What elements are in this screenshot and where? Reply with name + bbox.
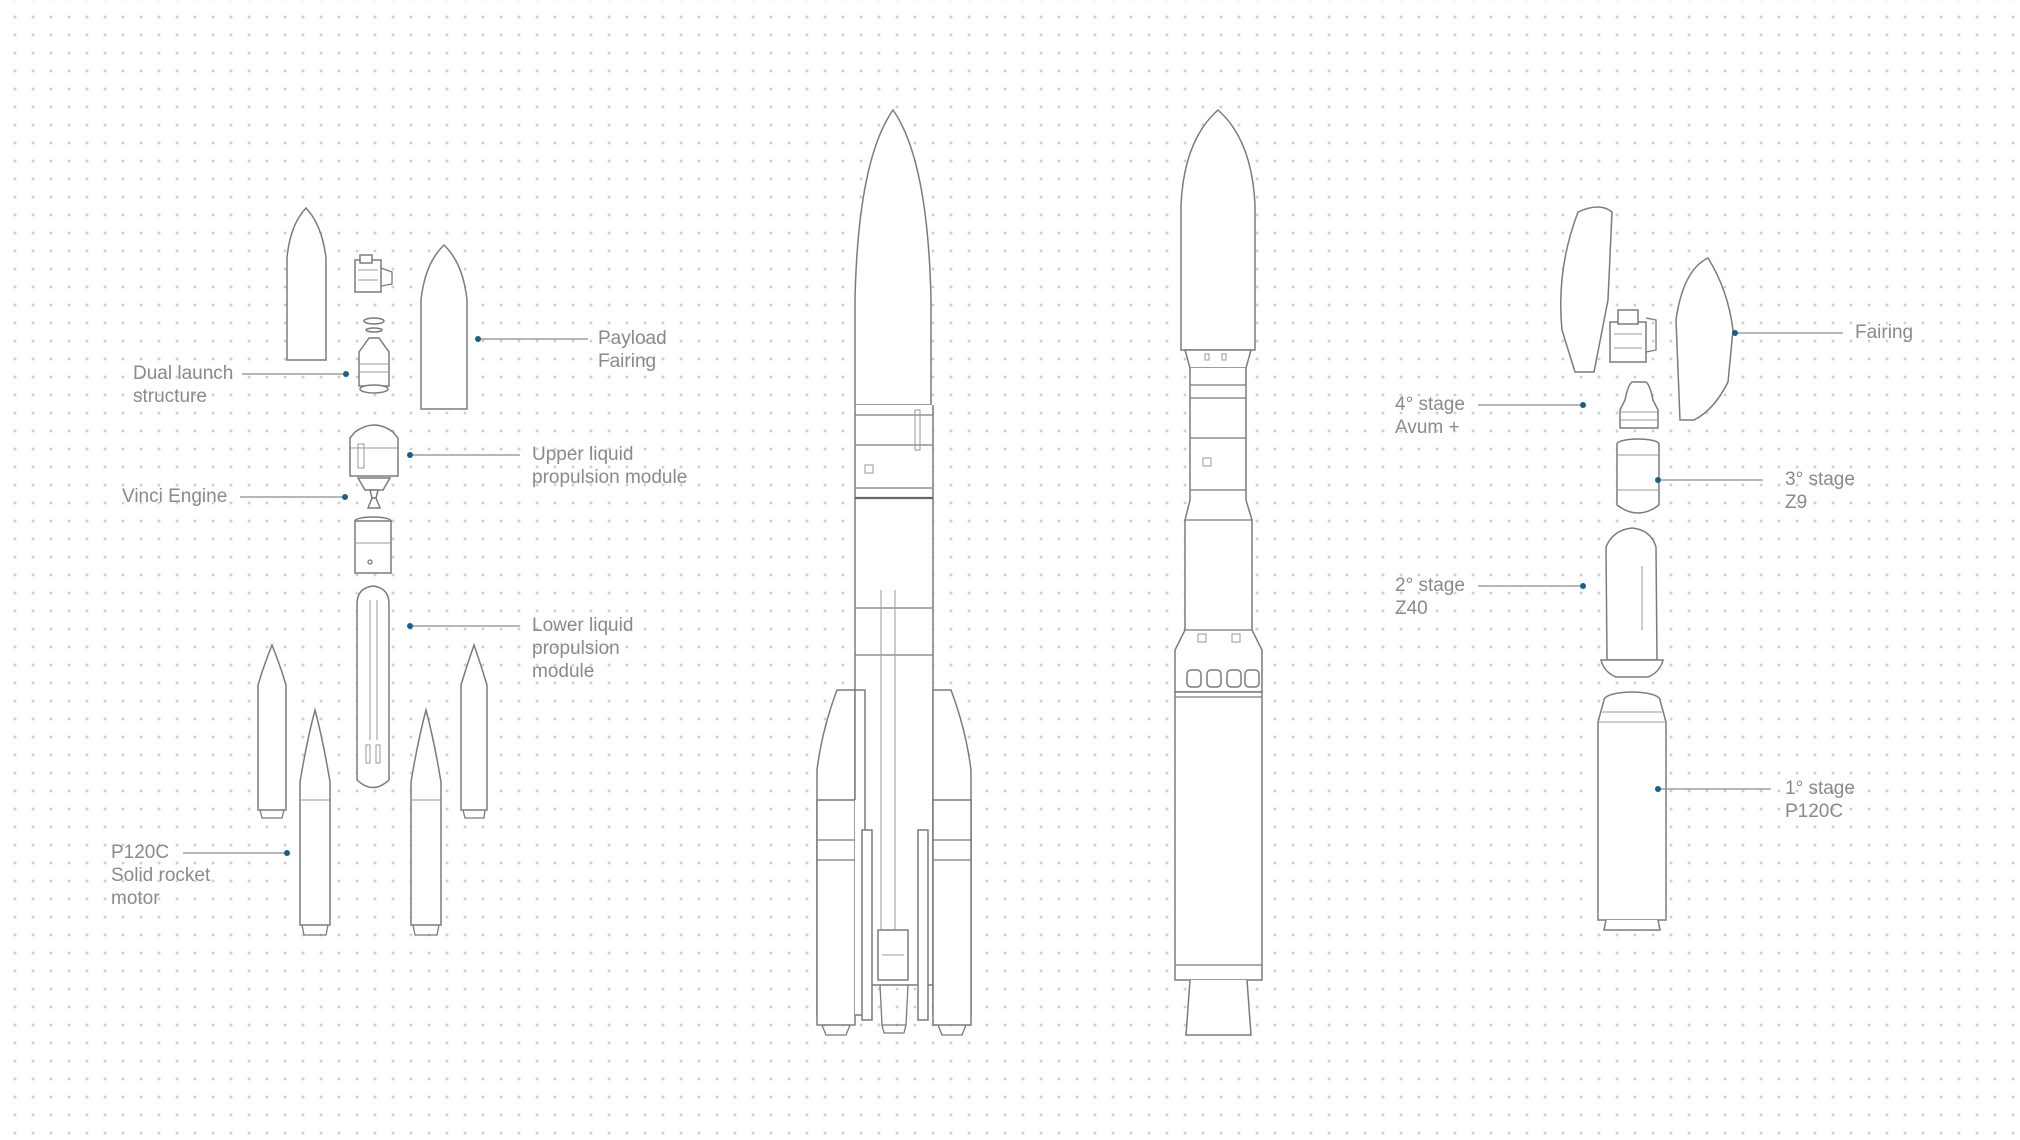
ariane6-boosters xyxy=(257,642,488,936)
vega-c-exploded-view xyxy=(1560,206,1734,931)
label-line: Upper liquid xyxy=(532,444,634,465)
leader-dot-fairing xyxy=(1732,330,1738,336)
ariane6-vinci-engine xyxy=(366,489,382,509)
leader-dot-upper-liquid xyxy=(407,452,413,458)
label-lower-liquid-propulsion-module: Lower liquid propulsion module xyxy=(532,614,633,683)
label-line: 4° stage xyxy=(1395,394,1465,415)
label-fairing: Fairing xyxy=(1855,321,1913,344)
ariane6-fairing-right-half xyxy=(420,243,468,410)
ariane6-assembled xyxy=(816,108,972,1036)
label-upper-liquid-propulsion-module: Upper liquid propulsion module xyxy=(532,443,687,489)
vega-c-assembled-fairing xyxy=(1180,108,1256,351)
ariane6-interstage xyxy=(354,516,392,574)
leader-dot-payload-fairing xyxy=(475,336,481,342)
vega-c-assembled-upper-stages xyxy=(1174,368,1263,693)
ariane6-assembled-fairing xyxy=(854,108,932,406)
ariane6-assembled-booster-right xyxy=(917,689,972,1036)
leader-dot-vinci xyxy=(342,494,348,500)
vega-c-avum-stage xyxy=(1619,381,1659,429)
leader-dot-dual-launch xyxy=(343,371,349,377)
label-line: Fairing xyxy=(1855,322,1914,343)
label-p120c-solid-rocket-motor: P120C Solid rocket motor xyxy=(111,841,210,910)
label-line: Dual launch xyxy=(133,363,234,384)
label-line: P120C xyxy=(111,842,170,863)
label-line: P120C xyxy=(1785,801,1844,822)
vega-c-fairing-right-half xyxy=(1675,257,1734,421)
label-line: propulsion xyxy=(532,638,620,659)
label-line: Solid rocket xyxy=(111,865,211,886)
ariane6-satellite xyxy=(354,254,393,333)
label-line: Z9 xyxy=(1785,492,1808,513)
label-line: motor xyxy=(111,888,160,909)
label-stage1-p120c: 1° stage P120C xyxy=(1785,777,1855,823)
vega-c-p120c-stage xyxy=(1597,691,1667,931)
label-dual-launch-structure: Dual launch structure xyxy=(133,362,233,408)
label-line: 3° stage xyxy=(1785,469,1855,490)
label-line: propulsion module xyxy=(532,467,688,488)
leader-dot-stage2 xyxy=(1580,583,1586,589)
leader-dot-p120c-motor xyxy=(284,850,290,856)
ariane6-exploded-view xyxy=(257,206,488,936)
ariane6-assembled-booster-left-inner xyxy=(854,689,873,1021)
ariane6-assembled-booster-left xyxy=(816,689,856,1036)
label-line: Fairing xyxy=(598,351,657,372)
ariane6-assembled-core-engine xyxy=(877,929,909,1034)
label-line: module xyxy=(532,661,595,682)
leader-dot-stage4 xyxy=(1580,402,1586,408)
label-stage4-avum: 4° stage Avum + xyxy=(1395,393,1465,439)
vega-c-z9-stage xyxy=(1616,438,1660,514)
vega-c-payload xyxy=(1609,309,1657,363)
label-line: 1° stage xyxy=(1785,778,1855,799)
ariane6-upper-liquid-module xyxy=(349,424,399,491)
leader-dot-stage1 xyxy=(1655,786,1661,792)
leader-dot-stage3 xyxy=(1655,477,1661,483)
label-line: Vinci Engine xyxy=(122,486,228,507)
ariane6-lower-liquid-module xyxy=(356,585,390,789)
label-stage3-z9: 3° stage Z9 xyxy=(1785,468,1855,514)
vega-c-z40-stage xyxy=(1600,527,1664,678)
label-line: 2° stage xyxy=(1395,575,1465,596)
label-line: Lower liquid xyxy=(532,615,634,636)
label-stage2-z40: 2° stage Z40 xyxy=(1395,574,1465,620)
label-line: structure xyxy=(133,386,207,407)
label-line: Z40 xyxy=(1395,598,1428,619)
ariane6-dual-launch-structure xyxy=(358,337,390,394)
label-vinci-engine: Vinci Engine xyxy=(122,485,227,508)
leader-dot-lower-liquid xyxy=(407,623,413,629)
vega-c-assembled-first-stage xyxy=(1174,691,1263,981)
label-line: Avum + xyxy=(1395,417,1460,438)
ariane6-fairing-left-half xyxy=(286,206,327,361)
vega-c-assembled-nozzles xyxy=(1186,669,1260,688)
vega-c-assembled xyxy=(1174,108,1263,1036)
label-line: Payload xyxy=(598,328,667,349)
vega-c-fairing-left-half xyxy=(1560,206,1613,373)
leader-lines xyxy=(183,330,1843,856)
label-payload-fairing: Payload Fairing xyxy=(598,327,667,373)
